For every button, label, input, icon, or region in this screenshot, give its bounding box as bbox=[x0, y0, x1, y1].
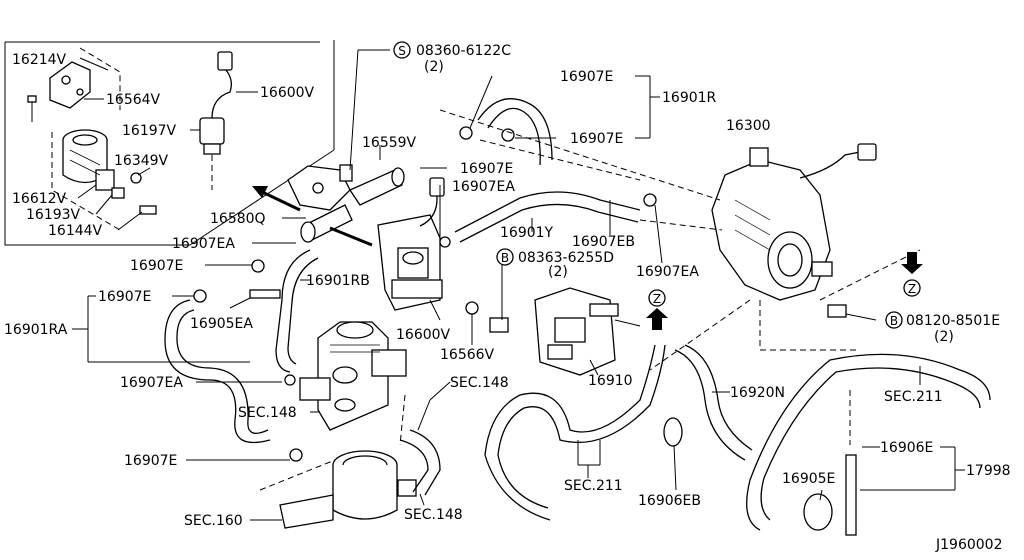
injector-block-16910 bbox=[534, 287, 641, 376]
svg-text:Z: Z bbox=[908, 282, 916, 296]
solenoid-valve-16600v bbox=[377, 177, 445, 311]
callout-16906eb: 16906EB bbox=[638, 493, 701, 509]
callout-16559v: 16559V bbox=[362, 135, 417, 151]
hose-sec211-b bbox=[497, 344, 666, 509]
callout-sec160: SEC.160 bbox=[184, 513, 243, 529]
hose-16906e bbox=[845, 454, 857, 536]
callout-16906e: 16906E bbox=[880, 440, 933, 456]
bracket-assembly-16580q bbox=[287, 164, 405, 243]
callout-sec148-b: SEC.148 bbox=[238, 405, 297, 421]
inset-small-parts bbox=[111, 172, 157, 215]
callout-sec148-c: SEC.148 bbox=[404, 507, 463, 523]
callout-16905e: 16905E bbox=[782, 471, 835, 487]
hose-sec211 bbox=[484, 344, 656, 521]
marker-z-2: Z bbox=[903, 279, 921, 297]
diagram-id: J1960002 bbox=[935, 537, 1002, 553]
callout-16910: 16910 bbox=[588, 373, 633, 389]
valve-body-sec148 bbox=[299, 321, 407, 431]
hose-16901ra-b bbox=[176, 309, 269, 434]
callout-16907e-d: 16907E bbox=[130, 258, 183, 274]
throttle-body-sec160 bbox=[279, 450, 417, 529]
callout-16907ea-a: 16907EA bbox=[452, 179, 515, 195]
marker-s: S bbox=[393, 41, 411, 59]
svg-text:Z: Z bbox=[653, 292, 661, 306]
callout-16907e-e: 16907E bbox=[98, 289, 151, 305]
callout-16907e-a: 16907E bbox=[560, 69, 613, 85]
callout-16600v-b: 16600V bbox=[396, 327, 451, 343]
marker-b-1: B bbox=[496, 248, 514, 266]
inset-housing-16612v bbox=[62, 129, 115, 191]
callout-16600v-a: 16600V bbox=[260, 85, 315, 101]
hose-sec148 bbox=[409, 429, 441, 496]
callout-16214v: 16214V bbox=[12, 52, 67, 68]
callout-qty-2-b: (2) bbox=[548, 264, 568, 280]
hose-16901r bbox=[477, 98, 553, 161]
hose-sec148-b bbox=[399, 439, 429, 493]
regulator-16300 bbox=[711, 143, 877, 301]
callout-16580q: 16580Q bbox=[210, 211, 266, 227]
hose-16901rb-b bbox=[287, 257, 319, 365]
svg-text:B: B bbox=[501, 251, 509, 265]
hose-16901y bbox=[454, 191, 641, 233]
callout-16907e-f: 16907E bbox=[124, 453, 177, 469]
front-arrow-icon bbox=[252, 186, 373, 247]
callout-08360-6122c: 08360-6122C bbox=[416, 43, 511, 59]
callout-16920n: 16920N bbox=[730, 385, 785, 401]
svg-text:B: B bbox=[890, 314, 898, 328]
callout-16300: 16300 bbox=[726, 118, 771, 134]
hose-16901ra bbox=[164, 299, 271, 444]
callout-16566v: 16566V bbox=[440, 347, 495, 363]
callout-16907eb: 16907EB bbox=[572, 234, 635, 250]
hose-17998-b bbox=[760, 367, 981, 521]
clamps bbox=[193, 126, 847, 531]
callout-16349v: 16349V bbox=[114, 153, 169, 169]
callout-16905ea: 16905EA bbox=[190, 316, 253, 332]
callout-08120-8501e: 08120-8501E bbox=[906, 313, 1000, 329]
marker-z-1: Z bbox=[648, 289, 666, 307]
callout-17998: 17998 bbox=[966, 463, 1011, 479]
callout-16907e-c: 16907E bbox=[460, 161, 513, 177]
callout-16197v: 16197V bbox=[122, 123, 177, 139]
z-arrow-up-icon bbox=[646, 308, 668, 330]
hose-16901y-b bbox=[459, 203, 639, 243]
callout-16907ea-b: 16907EA bbox=[172, 236, 235, 252]
callout-labels: 16214V 16564V 16600V 16197V 16349V 16612… bbox=[4, 43, 1011, 553]
callout-16907ea-d: 16907EA bbox=[120, 375, 183, 391]
callout-16901ra: 16901RA bbox=[4, 322, 68, 338]
callout-16901r: 16901R bbox=[662, 90, 717, 106]
callout-16901rb: 16901RB bbox=[306, 273, 370, 289]
callout-16144v: 16144V bbox=[48, 223, 103, 239]
callout-sec211-a: SEC.211 bbox=[884, 389, 943, 405]
hose-16901rb bbox=[275, 249, 311, 373]
hose-16920n bbox=[674, 349, 746, 461]
hose-16920n-b bbox=[684, 344, 753, 451]
callout-qty-2-c: (2) bbox=[934, 329, 954, 345]
callout-sec211-b: SEC.211 bbox=[564, 478, 623, 494]
inset-sensor-16197v bbox=[199, 51, 233, 190]
callout-qty-2-a: (2) bbox=[424, 59, 444, 75]
callout-08363-6255d: 08363-6255D bbox=[518, 250, 614, 266]
hose-16901r-b bbox=[487, 107, 541, 166]
inset-bracket-16564v bbox=[27, 61, 91, 122]
callout-16612v: 16612V bbox=[12, 191, 67, 207]
callout-16907e-b: 16907E bbox=[570, 131, 623, 147]
marker-b-2: B bbox=[885, 311, 903, 329]
svg-text:S: S bbox=[398, 44, 406, 58]
callout-sec148-a: SEC.148 bbox=[450, 375, 509, 391]
leader-lines bbox=[72, 49, 965, 521]
callout-16907ea-c: 16907EA bbox=[636, 264, 699, 280]
hose-17998 bbox=[746, 353, 991, 531]
callout-16564v: 16564V bbox=[106, 92, 161, 108]
reference-dashes bbox=[259, 109, 921, 491]
callout-16901y: 16901Y bbox=[500, 225, 554, 241]
z-arrow-down-icon bbox=[901, 252, 923, 274]
callout-16193v: 16193V bbox=[26, 207, 81, 223]
